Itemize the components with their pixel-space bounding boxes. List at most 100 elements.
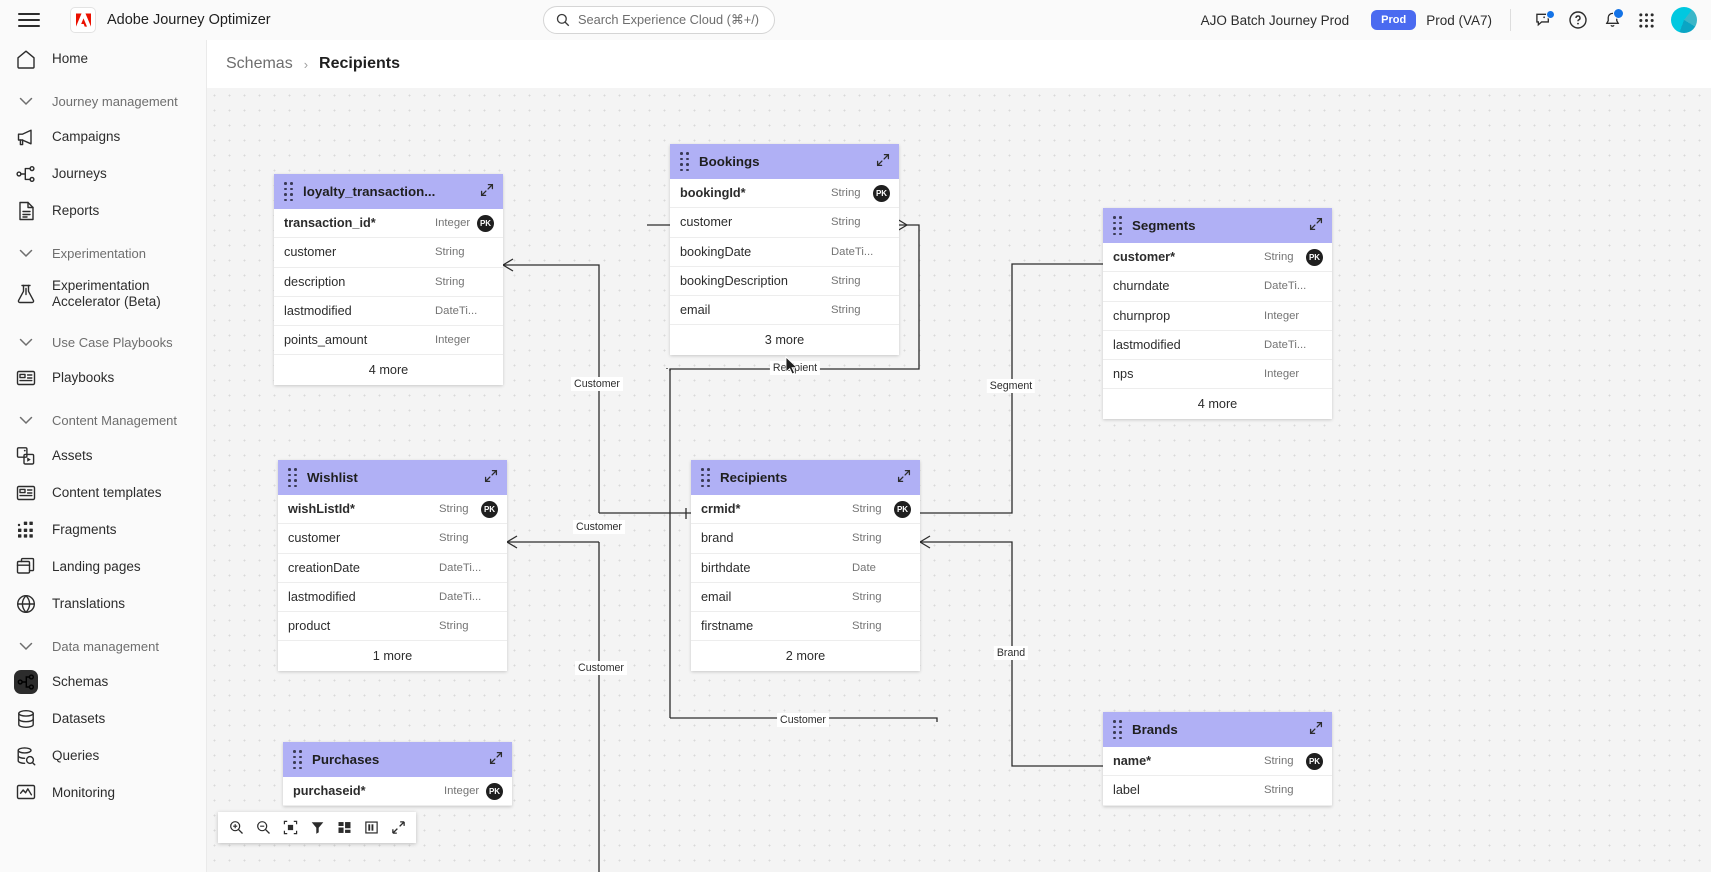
sidebar-item-landing-pages[interactable]: Landing pages [0, 548, 206, 585]
sidebar-item-fragments[interactable]: Fragments [0, 511, 206, 548]
entity-field-row[interactable]: crmid* String PK [691, 495, 920, 525]
entity-field-row[interactable]: birthdate Date [691, 554, 920, 583]
entity-field-row[interactable]: creationDate DateTi... [278, 554, 507, 583]
drag-handle-icon[interactable] [1113, 216, 1122, 235]
show-more-fields[interactable]: 3 more [670, 325, 899, 355]
filter-icon[interactable] [305, 816, 329, 840]
sidebar-item-journeys[interactable]: Journeys [0, 155, 206, 192]
entity-field-row[interactable]: name* String PK [1103, 747, 1332, 777]
entity-field-row[interactable]: transaction_id* Integer PK [274, 209, 503, 239]
chevron-down-icon[interactable] [14, 634, 38, 658]
entity-field-row[interactable]: customer String [278, 524, 507, 554]
entity-field-row[interactable]: email String [670, 296, 899, 326]
sidebar-item-datasets[interactable]: Datasets [0, 700, 206, 737]
zoom-out-icon[interactable] [251, 816, 275, 840]
sidebar-group-journey-management[interactable]: Journey management [0, 84, 206, 118]
entity-header[interactable]: Bookings [670, 144, 899, 179]
sidebar-item-content-templates[interactable]: Content templates [0, 474, 206, 511]
entity-field-row[interactable]: wishListId* String PK [278, 495, 507, 525]
sidebar-group-experimentation[interactable]: Experimentation [0, 236, 206, 270]
env-pill[interactable]: Prod [1371, 10, 1417, 30]
env-label[interactable]: Prod (VA7) [1426, 12, 1492, 28]
app-grid-icon[interactable] [1629, 3, 1663, 37]
notifications-bell-icon[interactable] [1595, 3, 1629, 37]
chevron-down-icon[interactable] [14, 89, 38, 113]
hamburger-icon[interactable] [18, 12, 40, 28]
entity-field-row[interactable]: lastmodified DateTi... [278, 583, 507, 613]
expand-icon[interactable] [484, 469, 498, 488]
columns-icon[interactable] [359, 816, 383, 840]
drag-handle-icon[interactable] [284, 182, 293, 201]
entity-field-row[interactable]: nps Integer [1103, 360, 1332, 390]
expand-diagonal-icon[interactable] [386, 816, 410, 840]
sidebar-item-home[interactable]: Home [0, 40, 206, 77]
expand-icon[interactable] [1309, 721, 1323, 740]
sidebar-item-schemas[interactable]: Schemas [0, 663, 206, 700]
drag-handle-icon[interactable] [1113, 720, 1122, 739]
entity-field-row[interactable]: bookingId* String PK [670, 179, 899, 209]
entity-header[interactable]: Segments [1103, 208, 1332, 243]
entity-header[interactable]: Recipients [691, 460, 920, 495]
entity-field-row[interactable]: brand String [691, 524, 920, 554]
expand-icon[interactable] [480, 183, 494, 202]
entity-header[interactable]: loyalty_transaction... [274, 174, 503, 209]
sidebar-group-use-case-playbooks[interactable]: Use Case Playbooks [0, 325, 206, 359]
chevron-down-icon[interactable] [14, 408, 38, 432]
entity-card-bookings[interactable]: Bookings bookingId* String PK customer S… [670, 144, 899, 355]
entity-field-row[interactable]: lastmodified DateTi... [274, 297, 503, 327]
drag-handle-icon[interactable] [701, 468, 710, 487]
entity-card-purchases[interactable]: Purchases purchaseid* Integer PK [283, 742, 512, 807]
user-avatar[interactable] [1671, 7, 1697, 33]
entity-field-row[interactable]: customer String [274, 238, 503, 268]
sidebar-item-playbooks[interactable]: Playbooks [0, 359, 206, 396]
entity-field-row[interactable]: email String [691, 583, 920, 613]
entity-field-row[interactable]: churnprop Integer [1103, 302, 1332, 331]
entity-field-row[interactable]: purchaseid* Integer PK [283, 777, 512, 807]
show-more-fields[interactable]: 1 more [278, 641, 507, 671]
sidebar-item-experimentation-accelerator-beta[interactable]: Experimentation Accelerator (Beta) [0, 270, 206, 318]
entity-field-row[interactable]: customer* String PK [1103, 243, 1332, 273]
entity-field-row[interactable]: points_amount Integer [274, 326, 503, 356]
show-more-fields[interactable]: 2 more [691, 641, 920, 671]
breadcrumb-schemas[interactable]: Schemas [226, 55, 293, 72]
entity-field-row[interactable]: lastmodified DateTi... [1103, 331, 1332, 361]
chevron-down-icon[interactable] [14, 241, 38, 265]
fit-to-screen-icon[interactable] [278, 816, 302, 840]
sidebar-item-queries[interactable]: Queries [0, 737, 206, 774]
sidebar-item-assets[interactable]: Assets [0, 437, 206, 474]
entity-card-wishlist[interactable]: Wishlist wishListId* String PK customer … [278, 460, 507, 671]
entity-field-row[interactable]: label String [1103, 776, 1332, 806]
drag-handle-icon[interactable] [293, 750, 302, 769]
drag-handle-icon[interactable] [680, 152, 689, 171]
expand-icon[interactable] [1309, 217, 1323, 236]
chevron-down-icon[interactable] [14, 330, 38, 354]
entity-field-row[interactable]: churndate DateTi... [1103, 272, 1332, 302]
entity-field-row[interactable]: bookingDescription String [670, 267, 899, 297]
entity-field-row[interactable]: product String [278, 612, 507, 642]
feedback-icon[interactable] [1527, 3, 1561, 37]
entity-field-row[interactable]: firstname String [691, 612, 920, 642]
entity-header[interactable]: Brands [1103, 712, 1332, 747]
sidebar-group-content-management[interactable]: Content Management [0, 403, 206, 437]
show-more-fields[interactable]: 4 more [274, 355, 503, 385]
entity-card-recipients[interactable]: Recipients crmid* String PK brand String… [691, 460, 920, 671]
entity-card-segments[interactable]: Segments customer* String PK churndate D… [1103, 208, 1332, 419]
erd-canvas[interactable]: loyalty_transaction... transaction_id* I… [207, 88, 1711, 872]
sidebar-item-campaigns[interactable]: Campaigns [0, 118, 206, 155]
sidebar-item-monitoring[interactable]: Monitoring [0, 774, 206, 811]
search-input[interactable]: Search Experience Cloud (⌘+/) [543, 6, 775, 34]
show-more-fields[interactable]: 4 more [1103, 389, 1332, 419]
entity-header[interactable]: Purchases [283, 742, 512, 777]
entity-card-brands[interactable]: Brands name* String PK label String [1103, 712, 1332, 806]
help-icon[interactable] [1561, 3, 1595, 37]
zoom-in-icon[interactable] [224, 816, 248, 840]
sidebar-group-data-management[interactable]: Data management [0, 629, 206, 663]
sidebar-item-reports[interactable]: Reports [0, 192, 206, 229]
entity-header[interactable]: Wishlist [278, 460, 507, 495]
expand-icon[interactable] [897, 469, 911, 488]
entity-card-loyalty[interactable]: loyalty_transaction... transaction_id* I… [274, 174, 503, 385]
sidebar-item-translations[interactable]: Translations [0, 585, 206, 622]
entity-field-row[interactable]: bookingDate DateTi... [670, 238, 899, 267]
entity-field-row[interactable]: description String [274, 268, 503, 297]
layout-icon[interactable] [332, 816, 356, 840]
